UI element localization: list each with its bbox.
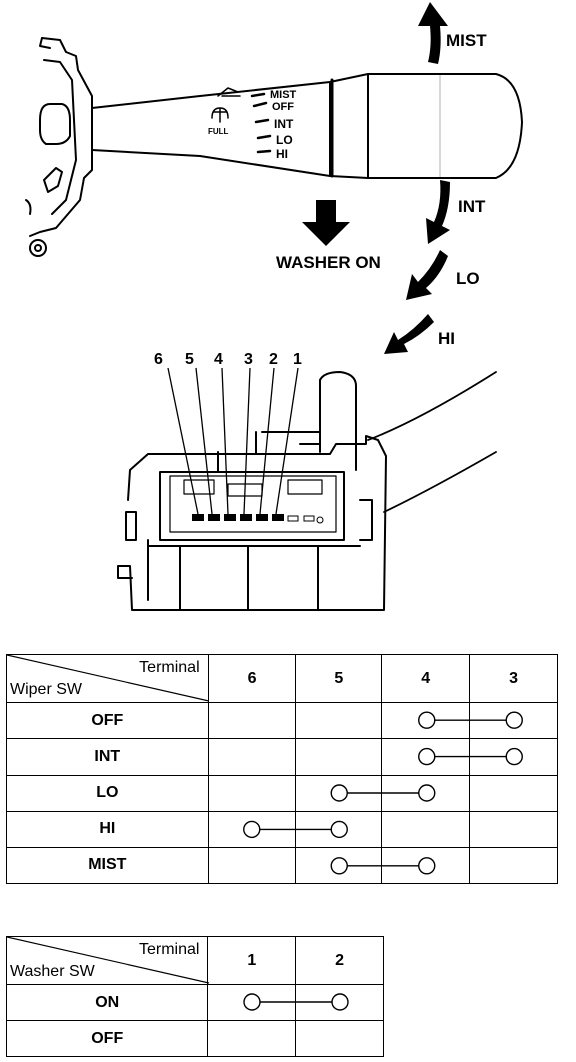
arrow-label-int: INT: [458, 197, 486, 216]
washer-row-on: ON: [5, 984, 384, 1021]
wiper-col-6: 6: [207, 653, 297, 704]
wiper-col-5: 5: [295, 653, 383, 704]
lo-arrow: [406, 250, 448, 300]
arrow-label-mist: MIST: [446, 31, 487, 50]
terminal-label-5: 5: [185, 351, 194, 368]
wiper-switch-illustration: MIST OFF INT LO HI FULL MIST INT LO HI W…: [25, 2, 523, 611]
washer-col-2: 2: [295, 936, 384, 985]
washer-header-switch: Washer SW: [10, 963, 95, 980]
arrow-label-lo: LO: [456, 269, 480, 288]
washer-header-terminal: Terminal: [139, 941, 200, 958]
terminal-label-3: 3: [244, 351, 253, 368]
wiper-col-3: 3: [469, 653, 558, 704]
wiper-row-label: INT: [6, 738, 209, 776]
terminal-leaders: [167, 367, 299, 515]
arrow-label-washer-on: WASHER ON: [276, 253, 381, 272]
lever-label-int: INT: [274, 117, 294, 131]
wiper-header-corner: Terminal Wiper SW: [6, 653, 209, 704]
wiper-row-mist: MIST: [6, 846, 558, 885]
terminal-label-4: 4: [214, 351, 223, 368]
lever-knob: [329, 73, 523, 179]
wiper-row-label: OFF: [6, 702, 209, 740]
lever-label-off: OFF: [272, 101, 294, 113]
arrow-label-hi: HI: [438, 329, 455, 348]
wiper-row-lo: LO: [6, 774, 558, 812]
washer-row-off: OFF: [5, 1020, 384, 1057]
wiper-continuity-table: Terminal Wiper SW 6 5 4 3 OFF INT LO HI …: [6, 653, 558, 885]
washer-col-1: 1: [207, 936, 297, 985]
terminal-label-6: 6: [154, 351, 163, 368]
washer-row-label: ON: [5, 984, 209, 1021]
lever-label-full: FULL: [208, 127, 229, 136]
wiper-table-wrap: Terminal Wiper SW 6 5 4 3 OFF INT LO HI …: [6, 653, 558, 885]
washer-header-corner: Terminal Washer SW: [5, 936, 209, 985]
wiper-row-int: INT: [6, 738, 558, 776]
washer-table-wrap: Terminal Washer SW 1 2 ON OFF: [5, 936, 384, 1057]
connector-pins: [192, 514, 324, 524]
terminal-label-1: 1: [293, 351, 302, 368]
wiper-row-label: LO: [6, 774, 209, 812]
wiper-header-terminal: Terminal: [139, 659, 200, 676]
wiper-row-label: HI: [6, 810, 209, 848]
mist-arrow: [418, 2, 448, 64]
hi-arrow: [384, 314, 434, 354]
wiper-col-4: 4: [381, 653, 471, 704]
connector-body: [117, 371, 387, 611]
terminal-label-2: 2: [269, 351, 278, 368]
washer-arrow: [302, 200, 350, 246]
wiper-header-switch: Wiper SW: [10, 681, 82, 699]
washer-row-label: OFF: [5, 1020, 209, 1057]
lever-label-hi: HI: [276, 147, 288, 161]
wiper-row-off: OFF: [6, 702, 558, 740]
int-arrow: [426, 180, 450, 244]
wiper-row-label: MIST: [6, 846, 209, 885]
wiper-row-hi: HI: [6, 810, 558, 848]
lever-base-bracket: [25, 37, 93, 257]
washer-continuity-table: Terminal Washer SW 1 2 ON OFF: [5, 936, 384, 1057]
lever-label-mist: MIST: [270, 89, 297, 101]
lever-label-lo: LO: [276, 133, 293, 147]
